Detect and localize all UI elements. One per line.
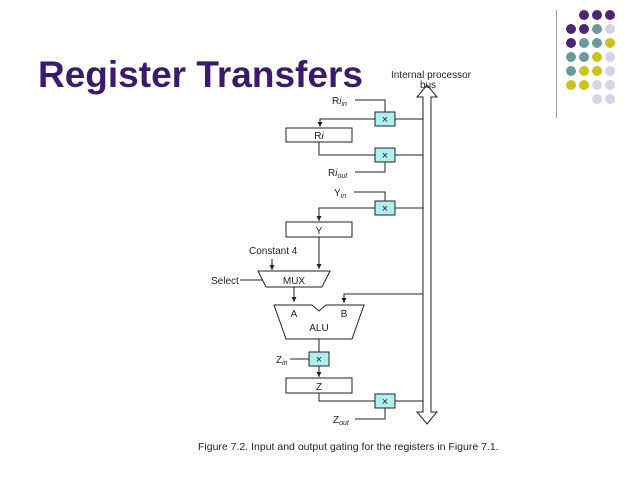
decor-dot [579,10,589,20]
ri-to-gate-out-line [318,142,375,156]
z-register-label: Z [316,382,322,393]
decor-dot [579,24,589,34]
decor-dot [605,80,615,90]
decor-dot [592,38,602,48]
internal-bus [415,84,439,425]
mux [257,270,331,288]
decor-dot [566,66,576,76]
ri-register-index: i [322,131,325,142]
slide-title: Register Transfers [38,54,363,95]
bus-to-alu-b-line [341,293,423,303]
z-to-gate-out-line [318,393,375,402]
ri-in-control-line [355,99,386,112]
decor-dot [605,38,615,48]
gate-ri-in-icon: × [382,114,388,126]
decor-dot [566,80,576,90]
decor-dot [579,52,589,62]
ri-out-label: Riout [328,168,348,180]
alu [273,304,365,340]
ri-in-label: Riin [332,96,347,108]
y-register [285,221,353,238]
decor-dot [605,94,615,104]
decorative-divider [556,10,557,118]
decor-dot [605,66,615,76]
z-out-label: Zout [333,415,350,427]
gate-z-out-icon: × [382,396,388,408]
gate-z-out [374,393,396,409]
alu-input-a-label: A [291,309,298,320]
y-in-control-line [354,191,386,201]
ri-register-label: R [314,131,321,142]
alu-label: ALU [309,323,328,334]
decor-dot [605,10,615,20]
ri-register [285,127,353,143]
decor-dot [579,80,589,90]
z-out-control-line [355,408,386,420]
mux-label: MUX [283,276,306,287]
decor-dot [592,66,602,76]
y-register-label: Y [316,226,323,237]
constant-4-label: Constant 4 [249,246,298,257]
bus-label-line2: bus [420,80,436,91]
figure-caption: Figure 7.2. Input and output gating for … [198,441,499,453]
ri-out-control-line [355,162,386,173]
decor-dot [579,66,589,76]
gate-to-y-line [316,207,375,221]
decor-dot [566,24,576,34]
select-label: Select [211,276,239,287]
gate-ri-out [374,147,396,163]
gate-z-in [308,351,330,367]
svg-text:Ri: Ri [314,131,324,142]
gate-ri-out-icon: × [382,150,388,162]
y-in-label: Yin [334,188,346,200]
decor-dot [592,24,602,34]
decor-dot [592,52,602,62]
decor-dot [579,38,589,48]
decor-dot [566,38,576,48]
gate-to-ri-line [317,118,375,127]
decor-dot [605,24,615,34]
gate-ri-in [374,111,396,127]
z-in-label: Zin [276,355,288,367]
gate-y-in-icon: × [382,203,388,215]
decor-dot [592,94,602,104]
decor-dot [592,10,602,20]
decorative-dot-grid [566,10,632,114]
alu-input-b-label: B [341,309,348,320]
decor-dot [592,80,602,90]
gate-y-in [374,200,396,216]
decor-dot [605,52,615,62]
bus-label-line1: Internal processor [391,70,472,81]
gate-z-in-icon: × [316,354,322,366]
z-register [285,377,353,394]
decor-dot [566,52,576,62]
